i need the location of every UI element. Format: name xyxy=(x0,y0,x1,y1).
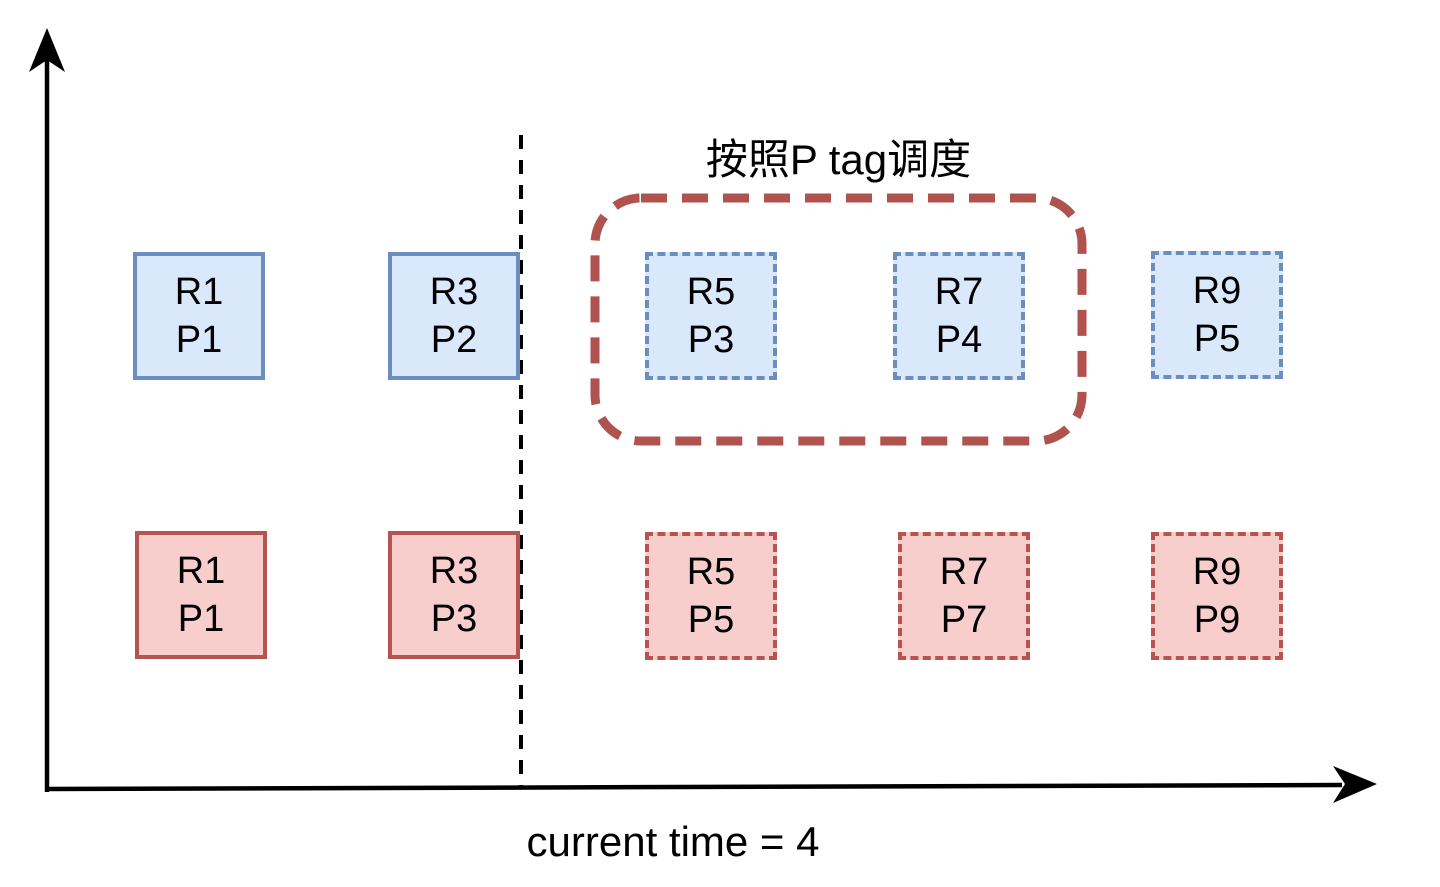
box-line2: P7 xyxy=(940,599,988,641)
box-line2: P4 xyxy=(935,319,983,361)
box-line2: P3 xyxy=(430,598,478,640)
box-red-r5: R5 P5 xyxy=(645,532,777,660)
box-line2: P5 xyxy=(1193,318,1241,360)
box-line2: P9 xyxy=(1193,599,1241,641)
box-line1: R7 xyxy=(939,550,989,593)
box-blue-r9: R9 P5 xyxy=(1151,251,1283,379)
y-axis-arrowhead xyxy=(29,28,65,72)
x-axis xyxy=(44,766,1377,803)
box-line2: P1 xyxy=(177,598,225,640)
box-line1: R5 xyxy=(686,270,736,313)
box-line2: P1 xyxy=(175,319,223,361)
box-blue-r5: R5 P3 xyxy=(645,252,777,380)
box-line1: R1 xyxy=(176,549,226,592)
box-line2: P2 xyxy=(430,319,478,361)
box-line2: P5 xyxy=(687,599,735,641)
box-red-r9: R9 P9 xyxy=(1151,532,1283,660)
box-line1: R9 xyxy=(1192,269,1242,312)
box-red-r1: R1 P1 xyxy=(135,531,267,659)
box-red-r3: R3 P3 xyxy=(388,531,520,659)
y-axis xyxy=(29,28,65,792)
box-line1: R5 xyxy=(686,550,736,593)
box-line1: R1 xyxy=(174,270,224,313)
box-blue-r1: R1 P1 xyxy=(133,252,265,380)
box-line2: P3 xyxy=(687,319,735,361)
box-line1: R9 xyxy=(1192,550,1242,593)
box-line1: R3 xyxy=(429,549,479,592)
group-title: 按照P tag调度 xyxy=(705,136,972,183)
box-blue-r3: R3 P2 xyxy=(388,252,520,380)
box-line1: R3 xyxy=(429,270,479,313)
box-line1: R7 xyxy=(934,270,984,313)
x-axis-arrowhead xyxy=(1333,766,1377,803)
box-red-r7: R7 P7 xyxy=(898,532,1030,660)
p-tag-group-outline xyxy=(590,193,1087,446)
box-blue-r7: R7 P4 xyxy=(893,252,1025,380)
x-axis-label: current time = 4 xyxy=(526,818,820,865)
